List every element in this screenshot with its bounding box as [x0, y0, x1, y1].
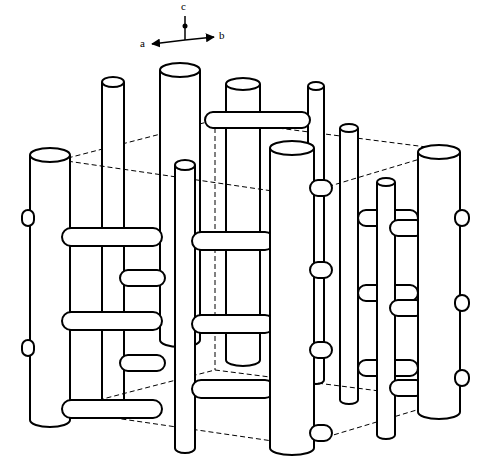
pillar-top — [30, 148, 70, 162]
rod — [192, 315, 274, 333]
pillar-top — [226, 78, 260, 90]
pillar-top — [418, 145, 460, 159]
axis-label: a — [140, 38, 145, 49]
pillar — [270, 148, 314, 455]
pillar-top — [160, 63, 200, 77]
axis-b — [185, 37, 214, 40]
rod — [192, 380, 274, 398]
rod — [62, 400, 162, 418]
cell-outline — [60, 150, 450, 445]
pillar-top — [270, 141, 314, 155]
rod-stub — [22, 210, 34, 226]
axis-dot — [183, 24, 188, 29]
pillar — [418, 152, 460, 419]
pillar — [30, 155, 70, 427]
rod — [120, 270, 165, 286]
rod-stub — [455, 370, 469, 386]
pillar-top — [175, 160, 195, 170]
pillar — [175, 165, 195, 453]
rod-stub — [310, 180, 332, 196]
pillar-top — [340, 124, 358, 132]
rod-stub — [310, 425, 332, 441]
rod — [120, 355, 165, 371]
rod-stub — [22, 340, 34, 356]
pillar-top — [377, 178, 395, 186]
rod-stub — [455, 210, 469, 226]
pillar-top — [308, 82, 324, 90]
axis-label: b — [219, 30, 225, 41]
rod-stub — [455, 295, 469, 311]
rod — [62, 228, 162, 246]
rod-stub — [310, 342, 332, 358]
rod — [205, 112, 310, 128]
rod-stub — [310, 262, 332, 278]
axis-label: c — [181, 1, 186, 12]
rod — [192, 232, 274, 250]
rod — [62, 312, 162, 330]
pillar — [340, 128, 358, 404]
axis-a — [152, 40, 185, 44]
pillar-top — [102, 77, 124, 87]
